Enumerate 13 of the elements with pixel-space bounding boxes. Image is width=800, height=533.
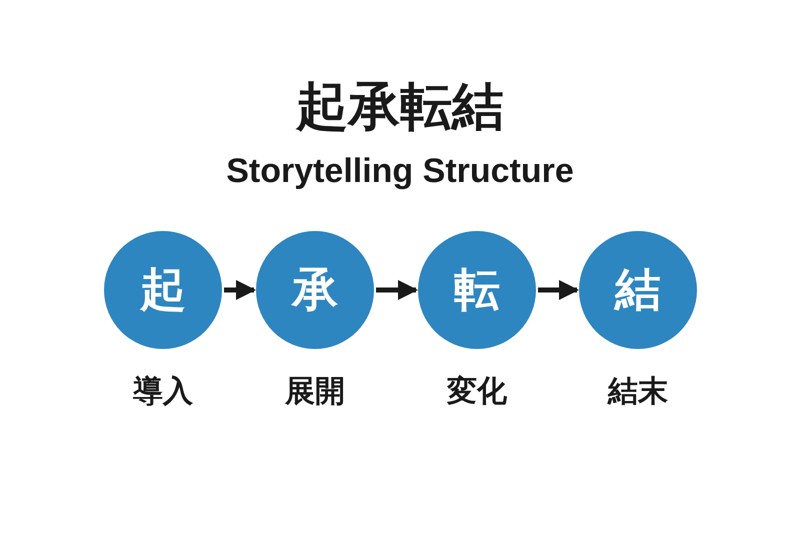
stage-caption: 導入: [133, 373, 193, 411]
stage-caption: 結末: [608, 373, 668, 411]
arrow: [224, 280, 256, 300]
stage-circle: 転: [418, 231, 536, 349]
title: 起承転結: [294, 76, 505, 139]
arrow: [376, 280, 418, 300]
stage-circle: 承: [256, 231, 374, 349]
stage-caption: 展開: [285, 373, 345, 411]
stage-circle: 起: [104, 231, 222, 349]
arrow: [538, 280, 579, 300]
subtitle: Storytelling Structure: [225, 152, 575, 191]
stage-circle: 結: [579, 231, 697, 349]
stage-caption: 変化: [447, 373, 507, 411]
